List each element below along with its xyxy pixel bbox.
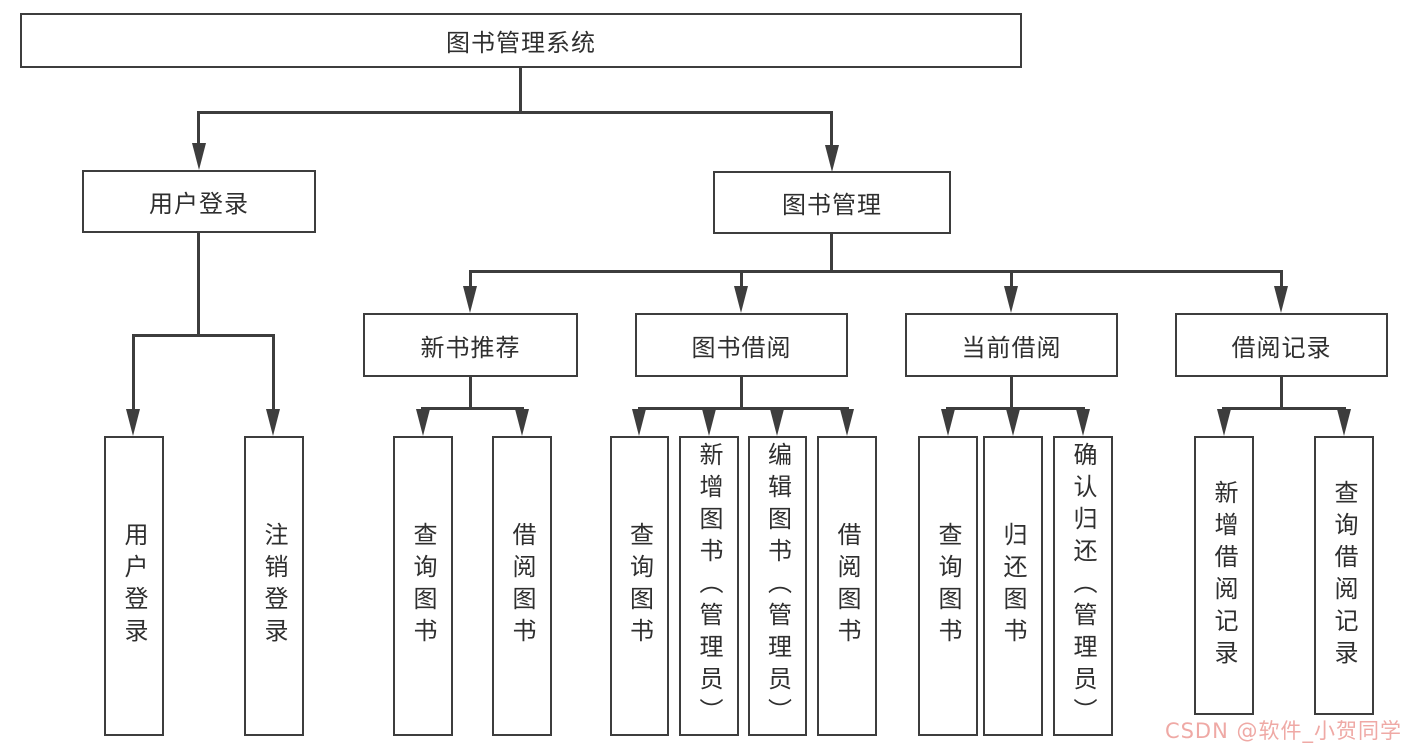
arrow-down-icon <box>1006 409 1020 436</box>
node-book-borrowing: 图书借阅 <box>635 313 848 377</box>
connector-module-drop <box>469 270 472 287</box>
leaf-query-books-recommend: 查询图书 <box>393 436 453 736</box>
arrow-down-icon <box>825 145 839 172</box>
node-current-borrowing-label: 当前借阅 <box>961 333 1062 362</box>
leaf-add-borrow-record-label: 新增借阅记录 <box>1210 479 1238 672</box>
arrow-down-icon <box>770 409 784 436</box>
leaf-query-books-borrowing-label: 查询图书 <box>625 522 654 650</box>
leaf-add-books-admin-label: 新增图书（管理员） <box>695 442 723 730</box>
arrow-down-icon <box>1004 286 1018 313</box>
leaf-query-books-borrowing: 查询图书 <box>610 436 669 736</box>
connector-borrowing-records-rail <box>1222 407 1346 410</box>
leaf-query-books-current-label: 查询图书 <box>934 522 962 650</box>
connector-borrowing-records-trunk <box>1280 377 1283 410</box>
leaf-return-books: 归还图书 <box>983 436 1043 736</box>
arrow-down-icon <box>941 409 955 436</box>
arrow-down-icon <box>266 409 280 436</box>
node-borrowing-records-label: 借阅记录 <box>1231 333 1332 362</box>
node-new-book-recommend: 新书推荐 <box>363 313 578 377</box>
connector-leaf-drop <box>272 334 275 410</box>
arrow-down-icon <box>1076 409 1090 436</box>
arrow-down-icon <box>1217 409 1231 436</box>
connector-leaf-drop <box>132 334 135 410</box>
connector-current-borrowing-rail <box>946 407 1085 410</box>
leaf-borrow-books: 借阅图书 <box>817 436 877 736</box>
node-user-login-label: 用户登录 <box>149 190 249 218</box>
arrow-down-icon <box>734 286 748 313</box>
csdn-watermark: CSDN @软件_小贺同学 <box>1164 719 1402 743</box>
node-book-borrowing-label: 图书借阅 <box>691 333 792 362</box>
arrow-down-icon <box>126 409 140 436</box>
connector-user-login-rail <box>132 334 275 337</box>
node-borrowing-records: 借阅记录 <box>1175 313 1388 377</box>
leaf-return-books-label: 归还图书 <box>999 522 1027 650</box>
node-root-library-system: 图书管理系统 <box>20 13 1022 68</box>
arrow-down-icon <box>192 143 206 170</box>
connector-book-mgmt-trunk <box>830 234 833 272</box>
node-current-borrowing: 当前借阅 <box>905 313 1118 377</box>
node-book-management: 图书管理 <box>713 171 951 234</box>
arrow-down-icon <box>463 286 477 313</box>
connector-new-book-rail <box>421 407 524 410</box>
leaf-edit-books-admin: 编辑图书（管理员） <box>748 436 807 736</box>
leaf-edit-books-admin-label: 编辑图书（管理员） <box>763 442 792 730</box>
node-root-label: 图书管理系统 <box>446 29 596 57</box>
leaf-borrow-books-recommend-label: 借阅图书 <box>508 522 536 650</box>
leaf-logout: 注销登录 <box>244 436 304 736</box>
node-new-book-recommend-label: 新书推荐 <box>420 333 521 362</box>
leaf-user-login: 用户登录 <box>104 436 164 736</box>
arrow-down-icon <box>1274 286 1288 313</box>
leaf-logout-label: 注销登录 <box>260 522 288 650</box>
connector-new-book-trunk <box>469 377 472 410</box>
leaf-add-books-admin: 新增图书（管理员） <box>679 436 739 736</box>
connector-module-drop <box>1010 270 1013 287</box>
connector-module-drop <box>740 270 743 287</box>
connector-user-login-trunk <box>197 233 200 336</box>
arrow-down-icon <box>840 409 854 436</box>
arrow-down-icon <box>632 409 646 436</box>
leaf-query-borrow-record: 查询借阅记录 <box>1314 436 1374 715</box>
arrow-down-icon <box>1337 409 1351 436</box>
leaf-confirm-return-admin-label: 确认归还（管理员） <box>1069 442 1097 730</box>
node-user-login: 用户登录 <box>82 170 316 233</box>
leaf-user-login-label: 用户登录 <box>120 522 148 650</box>
connector-current-borrowing-trunk <box>1010 377 1013 410</box>
leaf-borrow-books-label: 借阅图书 <box>833 522 861 650</box>
leaf-confirm-return-admin: 确认归还（管理员） <box>1053 436 1113 736</box>
connector-book-borrowing-trunk <box>740 377 743 410</box>
leaf-query-books-current: 查询图书 <box>918 436 978 736</box>
leaf-borrow-books-recommend: 借阅图书 <box>492 436 552 736</box>
connector-user-login-drop <box>197 111 200 144</box>
connector-level3-rail <box>469 270 1283 273</box>
arrow-down-icon <box>702 409 716 436</box>
leaf-query-books-recommend-label: 查询图书 <box>409 522 437 650</box>
node-book-management-label: 图书管理 <box>782 191 882 219</box>
connector-book-mgmt-drop <box>830 111 833 146</box>
connector-module-drop <box>1280 270 1283 287</box>
leaf-query-borrow-record-label: 查询借阅记录 <box>1330 479 1358 672</box>
connector-level2-rail <box>197 111 833 114</box>
connector-root-trunk <box>519 68 522 113</box>
connector-book-borrowing-rail <box>638 407 849 410</box>
arrow-down-icon <box>416 409 430 436</box>
arrow-down-icon <box>515 409 529 436</box>
leaf-add-borrow-record: 新增借阅记录 <box>1194 436 1254 715</box>
